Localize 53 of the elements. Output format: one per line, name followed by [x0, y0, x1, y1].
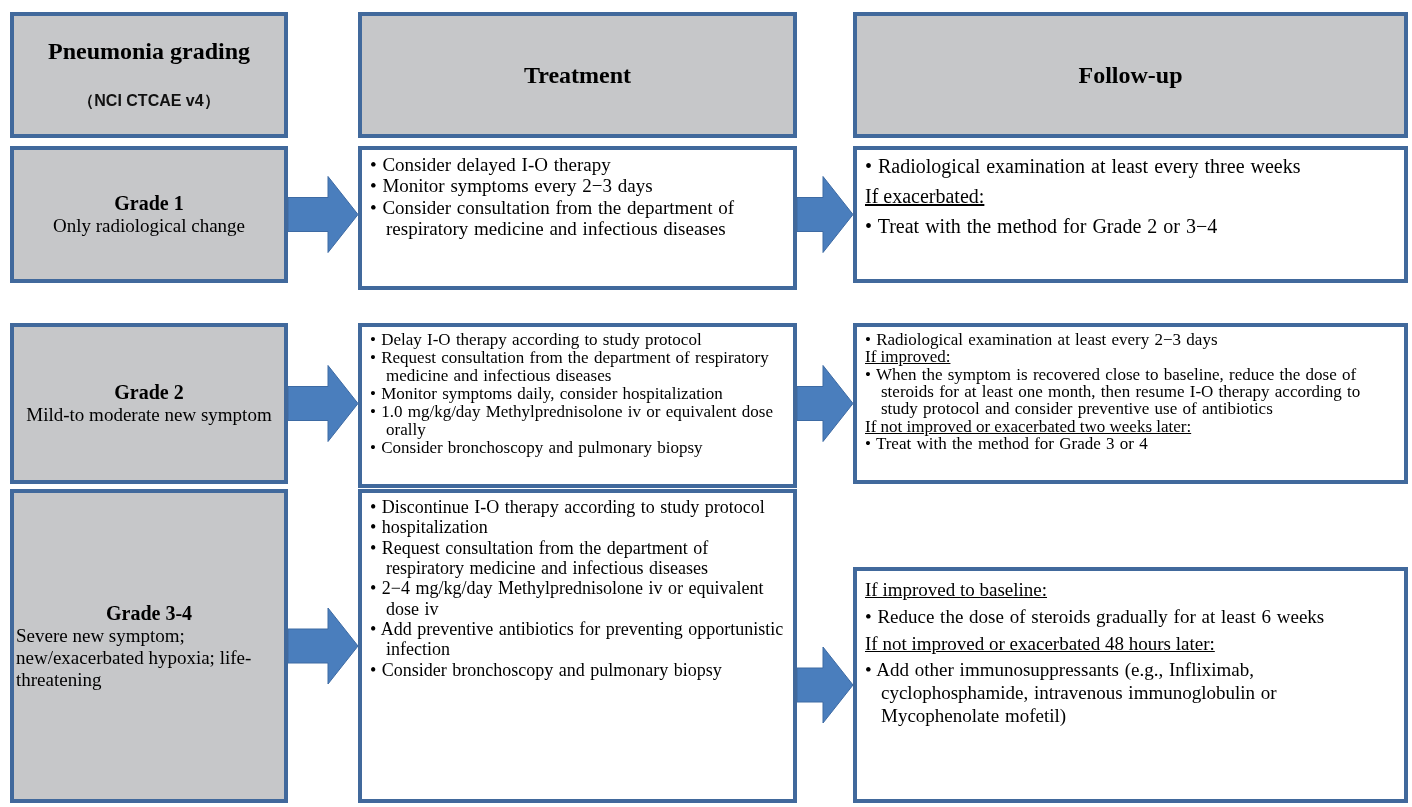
bullet-item: • hospitalization — [370, 517, 489, 538]
follow-up-box — [853, 323, 1408, 484]
grade-box — [10, 146, 288, 283]
bullet-item: • 2−4 mg/kg/day Methylprednisolone iv or equivalent dose iv — [370, 578, 765, 619]
bullet-item: • Treat with the method for Grade 2 or 3−4 — [865, 214, 1219, 238]
header-title: Pneumonia grading — [48, 38, 250, 65]
bullet-item: • Request consultation from the department of respiratory medicine and infectious diseases — [370, 537, 710, 579]
grade-box — [10, 489, 288, 803]
condition-heading: If not improved or exacerbated two weeks later: — [865, 417, 1193, 435]
column-header-box — [358, 12, 797, 138]
condition-heading: If exacerbated: — [865, 184, 986, 208]
header-subtitle: （NCI CTCAE v4） — [78, 91, 220, 111]
header-title: Follow-up — [1078, 61, 1183, 89]
condition-heading: If improved: — [865, 348, 951, 366]
grade-description: Mild-to moderate new symptom — [26, 404, 272, 426]
condition-heading: If improved to baseline: — [865, 579, 1049, 602]
block-arrow — [287, 607, 359, 685]
header-title: Treatment — [523, 61, 632, 89]
bullet-item: • Discontinue I-O therapy according to study protocol — [370, 497, 766, 518]
grade-description: Only radiological change — [52, 215, 245, 237]
grade-title: Grade 2 — [114, 381, 184, 404]
treatment-box — [358, 323, 797, 488]
bullet-item: • Add other immunosuppressants (e.g., Infliximab, cyclophosphamide, intravenous immunoglobulin or Mycophenolate mofetil) — [865, 659, 1278, 728]
bullet-item: • Consider bronchoscopy and pulmonary biopsy — [370, 659, 723, 680]
treatment-box — [358, 489, 797, 803]
bullet-item: • Consider delayed I-O therapy — [370, 154, 612, 176]
block-arrow — [796, 176, 854, 253]
block-arrow — [287, 365, 359, 442]
bullet-item: • 1.0 mg/kg/day Methylprednisolone iv or equivalent dose orally — [370, 403, 774, 440]
treatment-box — [358, 146, 797, 290]
block-arrow — [796, 365, 854, 442]
block-arrow — [287, 176, 359, 253]
bullet-item: • Consider consultation from the department of respiratory medicine and infectious diseases — [370, 196, 736, 240]
bullet-item: • Request consultation from the department of respiratory medicine and infectious diseases — [370, 349, 770, 386]
follow-up-box — [853, 567, 1408, 803]
bullet-item: • Radiological examination at least every three weeks — [865, 154, 1302, 178]
bullet-item: • Reduce the dose of steroids gradually for at least 6 weeks — [865, 605, 1326, 629]
column-header-box — [10, 12, 288, 138]
bullet-item: • Add preventive antibiotics for preventing opportunistic infection — [370, 618, 785, 660]
block-arrow — [796, 646, 854, 724]
grade-description: Severe new symptom; new/exacerbated hypoxia; life-threatening — [15, 624, 253, 691]
follow-up-box — [853, 146, 1408, 283]
column-header-box — [853, 12, 1408, 138]
bullet-item: • Radiological examination at least every 2−3 days — [865, 331, 1219, 349]
grade-box — [10, 323, 288, 484]
bullet-item: • When the symptom is recovered close to baseline, reduce the dose of steroids for at least one month, then resume I-O therapy according to study protocol and consider preventive use of antibiotics — [865, 365, 1362, 418]
bullet-item: • Monitor symptoms every 2−3 days — [370, 175, 654, 197]
bullet-item: • Monitor symptoms daily, consider hospitalization — [370, 385, 724, 404]
grade-title: Grade 3-4 — [105, 601, 193, 625]
condition-heading: If not improved or exacerbated 48 hours later: — [865, 632, 1216, 656]
grade-title: Grade 1 — [114, 192, 184, 215]
bullet-item: • Delay I-O therapy according to study protocol — [370, 331, 703, 349]
bullet-item: • Consider bronchoscopy and pulmonary biopsy — [370, 439, 704, 458]
